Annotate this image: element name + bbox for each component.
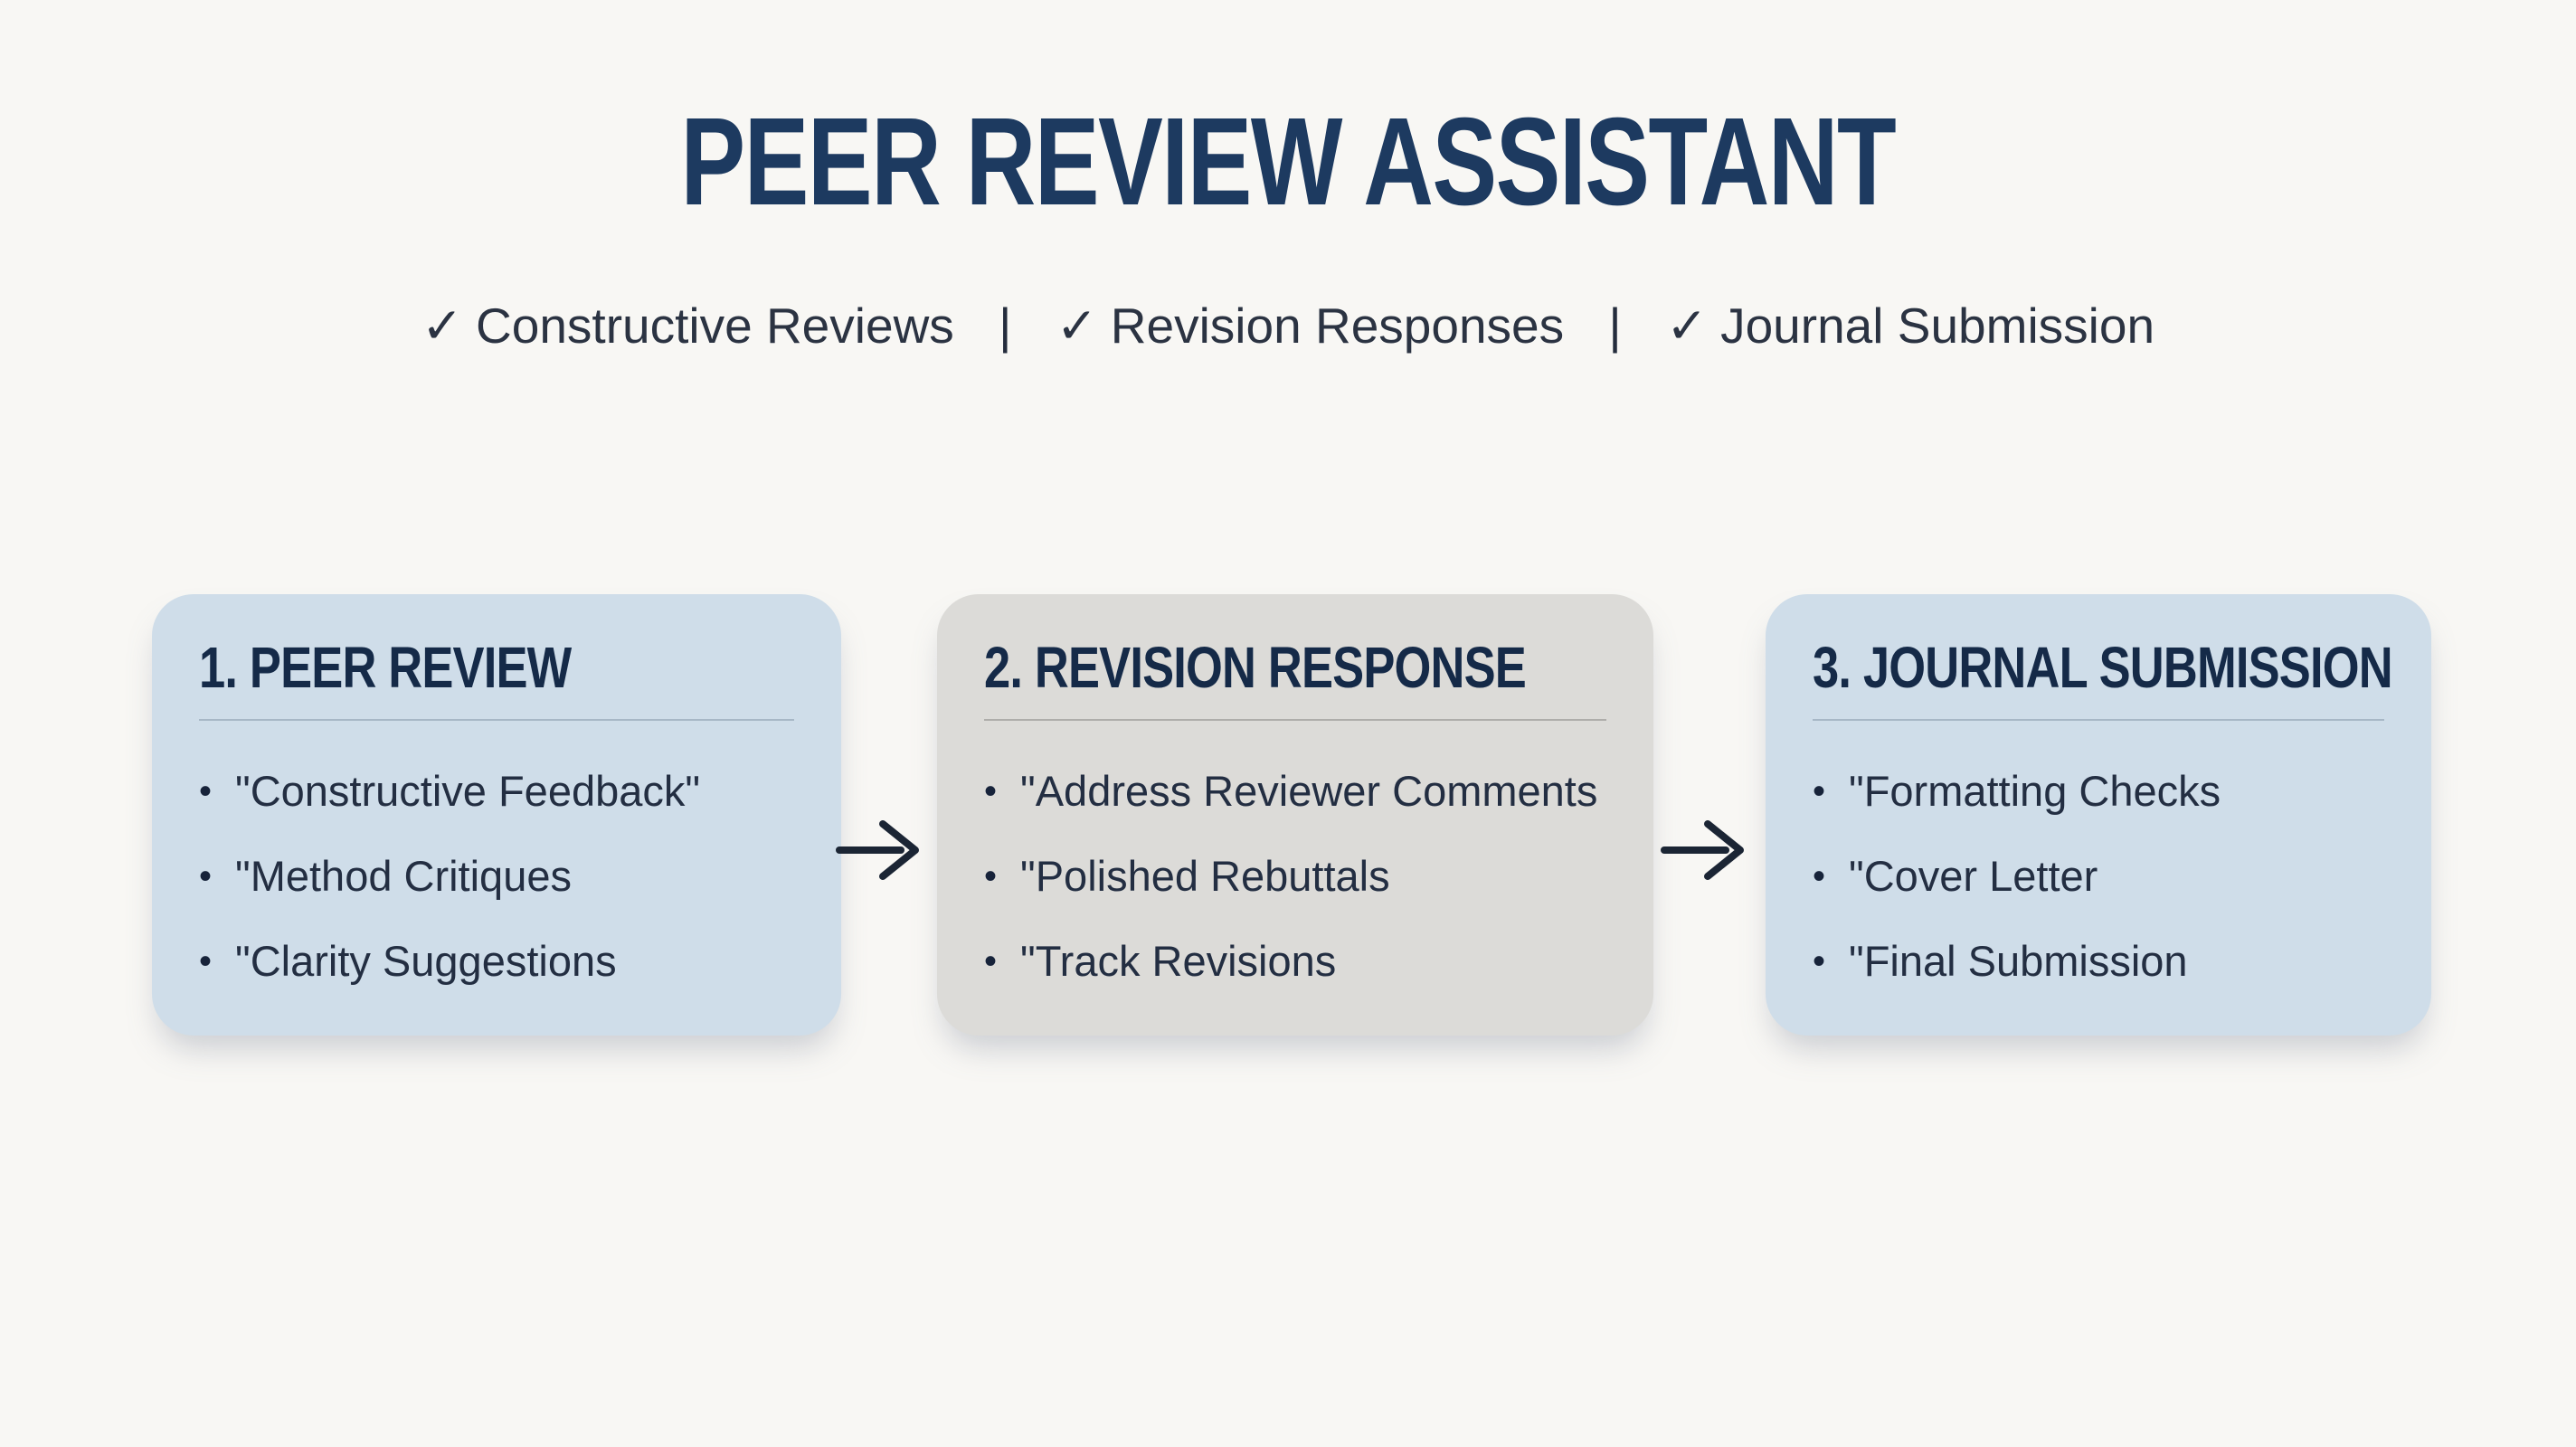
bullet-dot-icon: • (984, 941, 998, 981)
subtitle-item-journal-submission: ✓Journal Submission (1666, 291, 2155, 361)
bullet-text: "Formatting Checks (1849, 767, 2221, 815)
page-title: PEER REVIEW ASSISTANT (0, 90, 2576, 234)
bullet-dot-icon: • (1813, 941, 1826, 981)
card-peer-review: 1. PEER REVIEW • "Constructive Feedback" … (152, 594, 841, 1036)
checkmark-icon: ✓ (421, 298, 464, 354)
page-title-text: PEER REVIEW ASSISTANT (680, 92, 1897, 232)
bullet-dot-icon: • (1813, 856, 1826, 896)
checkmark-icon: ✓ (1666, 298, 1709, 354)
bullet-list: • "Formatting Checks • "Cover Letter • "Fin… (1813, 766, 2384, 987)
list-item: • "Clarity Suggestions (199, 936, 794, 987)
card-title-text: 3. JOURNAL SUBMISSION (1813, 635, 2393, 700)
card-divider (1813, 719, 2384, 721)
subtitle-item-revision-responses: ✓Revision Responses (1056, 291, 1564, 361)
bullet-dot-icon: • (984, 856, 998, 896)
card-title-text: 2. REVISION RESPONSE (984, 635, 1527, 700)
separator-bar: | (999, 298, 1012, 354)
subtitle-bar: ✓Constructive Reviews | ✓Revision Respon… (0, 291, 2576, 361)
card-journal-submission: 3. JOURNAL SUBMISSION • "Formatting Check… (1766, 594, 2431, 1036)
card-revision-response: 2. REVISION RESPONSE • "Address Reviewer … (937, 594, 1653, 1036)
card-divider (199, 719, 794, 721)
card-title: 1. PEER REVIEW (199, 636, 794, 699)
bullet-text: "Track Revisions (1020, 937, 1337, 985)
bullet-text: "Cover Letter (1849, 852, 2098, 900)
subtitle-item-label: Constructive Reviews (476, 298, 954, 354)
bullet-text: "Address Reviewer Comments (1020, 767, 1598, 815)
list-item: • "Constructive Feedback" (199, 766, 794, 817)
bullet-list: • "Constructive Feedback" • "Method Critiq… (199, 766, 794, 987)
bullet-text: "Method Critiques (235, 852, 572, 900)
subtitle-item-label: Journal Submission (1720, 298, 2155, 354)
card-divider (984, 719, 1606, 721)
list-item: • "Address Reviewer Comments (984, 766, 1606, 817)
list-item: • "Formatting Checks (1813, 766, 2384, 817)
separator-bar: | (1608, 298, 1622, 354)
bullet-text: "Clarity Suggestions (235, 937, 617, 985)
subtitle-item-constructive-reviews: ✓Constructive Reviews (421, 291, 954, 361)
bullet-list: • "Address Reviewer Comments • "Polished R… (984, 766, 1606, 987)
bullet-dot-icon: • (199, 771, 213, 811)
list-item: • "Cover Letter (1813, 851, 2384, 902)
bullet-text: "Polished Rebuttals (1020, 852, 1390, 900)
subtitle-item-label: Revision Responses (1110, 298, 1565, 354)
flow-arrow-icon (836, 811, 923, 889)
checkmark-icon: ✓ (1056, 298, 1098, 354)
card-title: 2. REVISION RESPONSE (984, 636, 1606, 699)
bullet-dot-icon: • (1813, 771, 1826, 811)
list-item: • "Method Critiques (199, 851, 794, 902)
bullet-dot-icon: • (199, 856, 213, 896)
list-item: • "Final Submission (1813, 936, 2384, 987)
list-item: • "Track Revisions (984, 936, 1606, 987)
bullet-dot-icon: • (984, 771, 998, 811)
bullet-text: "Constructive Feedback" (235, 767, 701, 815)
list-item: • "Polished Rebuttals (984, 851, 1606, 902)
flow-arrow-icon (1661, 811, 1747, 889)
card-title-text: 1. PEER REVIEW (199, 635, 572, 700)
card-title: 3. JOURNAL SUBMISSION (1813, 636, 2393, 699)
bullet-dot-icon: • (199, 941, 213, 981)
bullet-text: "Final Submission (1849, 937, 2188, 985)
